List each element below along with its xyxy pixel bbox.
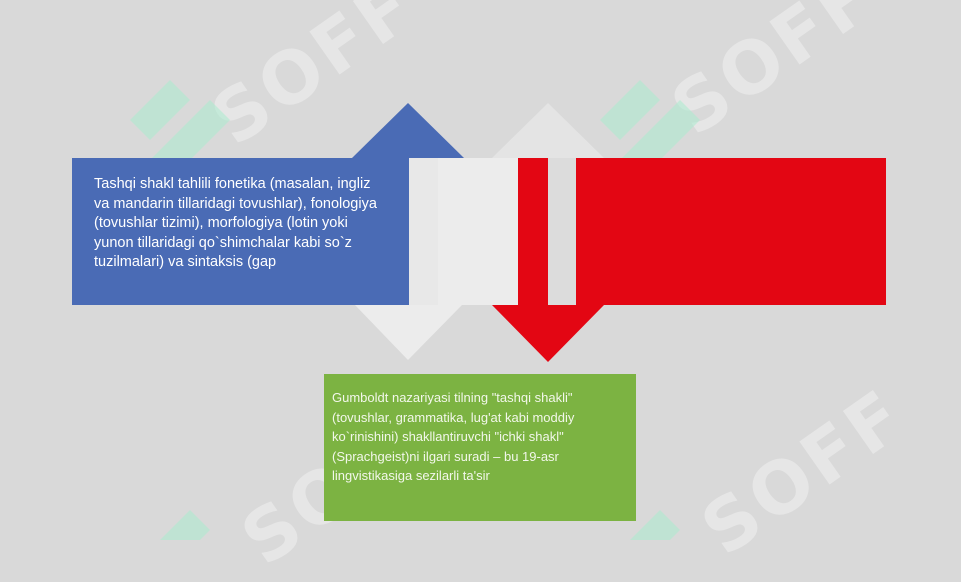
up-arrow-shaft [408, 158, 438, 305]
down-arrow-shaft [518, 158, 548, 305]
down-arrow-head-light [355, 305, 462, 360]
up-arrow-shaft-gray [548, 158, 576, 305]
down-arrow-head [492, 305, 604, 362]
arrows-diagram [352, 103, 604, 362]
arrow-shaft-center [438, 158, 518, 305]
humboldt-theory-text: Gumboldt nazariyasi tilning "tashqi shak… [332, 390, 575, 483]
right-red-box [576, 158, 886, 305]
outer-form-text: Tashqi shakl tahlili fonetika (masalan, … [94, 176, 377, 270]
up-arrow-head-light [492, 103, 604, 158]
up-arrow-head [352, 103, 464, 158]
outer-form-box: Tashqi shakl tahlili fonetika (masalan, … [72, 158, 409, 305]
humboldt-theory-box: Gumboldt nazariyasi tilning "tashqi shak… [324, 374, 636, 521]
slide: SOFF SOFF SOFF SOFF Tashqi shakl tahlili… [72, 0, 921, 582]
